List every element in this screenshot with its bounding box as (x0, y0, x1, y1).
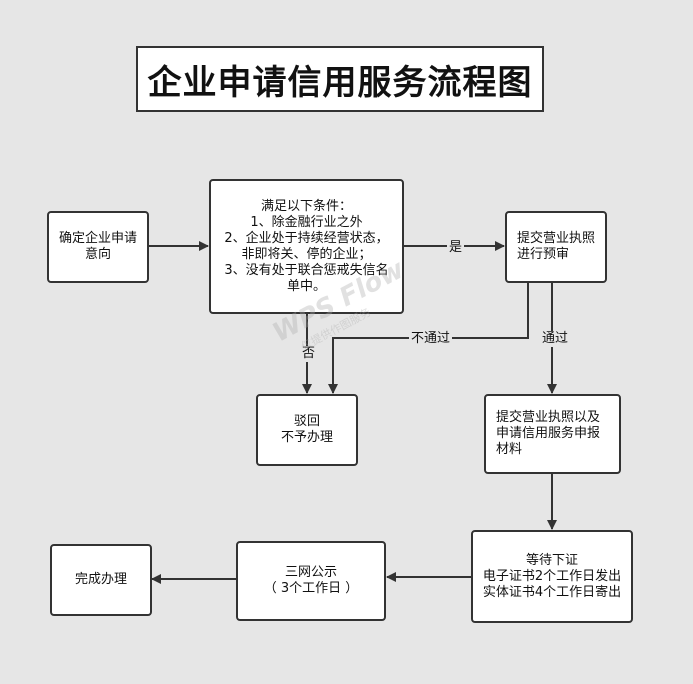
node-publicity: 三网公示 （ 3个工作日 ） (236, 541, 386, 621)
node-wait-cert-line-3: 实体证书4个工作日寄出 (482, 584, 622, 600)
node-reject: 驳回 不予办理 (256, 394, 358, 466)
node-conditions-line-5: 3、没有处于联合惩戒失信名 (224, 262, 389, 278)
node-wait-cert: 等待下证 电子证书2个工作日发出 实体证书4个工作日寄出 (471, 530, 633, 623)
node-done: 完成办理 (50, 544, 152, 616)
page-title: 企业申请信用服务流程图 (136, 46, 544, 112)
node-reject-line-1: 驳回 (293, 414, 320, 429)
node-submit-materials: 提交营业执照以及 申请信用服务申报 材料 (484, 394, 621, 474)
node-publicity-line-1: 三网公示 (284, 565, 337, 580)
node-intent-line-2: 意向 (84, 247, 111, 262)
node-submit-materials-line-2: 申请信用服务申报 (496, 426, 601, 441)
node-publicity-line-2: （ 3个工作日 ） (263, 581, 359, 596)
node-wait-cert-line-1: 等待下证 (525, 552, 578, 568)
node-intent: 确定企业申请 意向 (47, 211, 149, 283)
node-done-line-1: 完成办理 (74, 572, 127, 587)
node-submit-materials-line-1: 提交营业执照以及 (496, 410, 601, 425)
edge-label-passed: 通过 (540, 331, 571, 347)
node-conditions-line-2: 1、除金融行业之外 (250, 214, 363, 230)
node-conditions-line-3: 2、企业处于持续经营状态， (224, 230, 389, 246)
node-intent-line-1: 确定企业申请 (58, 231, 137, 246)
node-conditions: 满足以下条件： 1、除金融行业之外 2、企业处于持续经营状态， 非即将关、停的企… (209, 179, 404, 314)
node-wait-cert-line-2: 电子证书2个工作日发出 (482, 568, 622, 584)
node-conditions-line-4: 非即将关、停的企业； (241, 246, 372, 262)
node-conditions-line-6: 单中。 (286, 278, 326, 294)
edge-label-not-passed: 不通过 (409, 331, 453, 347)
edge-label-yes: 是 (447, 240, 465, 256)
node-conditions-line-1: 满足以下条件： (260, 198, 352, 214)
node-pre-review-line-2: 进行预审 (517, 247, 570, 262)
node-reject-line-2: 不予办理 (280, 430, 333, 445)
edge-label-no: 否 (300, 346, 318, 362)
node-pre-review: 提交营业执照 进行预审 (505, 211, 607, 283)
node-pre-review-line-1: 提交营业执照 (517, 231, 596, 246)
node-submit-materials-line-3: 材料 (496, 442, 523, 457)
